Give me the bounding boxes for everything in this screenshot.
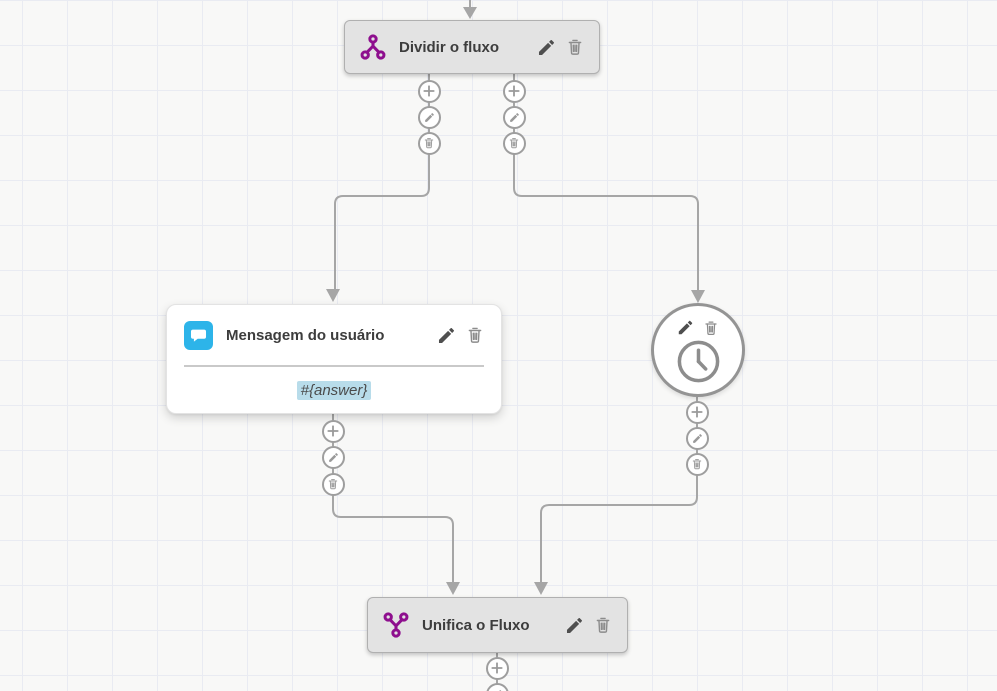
pencil-icon (424, 112, 435, 123)
arrowhead-into-user-message (326, 289, 340, 302)
edit-user-message-button[interactable] (437, 326, 456, 345)
split-flow-node[interactable]: Dividir o fluxo (344, 20, 600, 74)
card-divider (184, 365, 484, 367)
pencil-icon (328, 452, 339, 463)
delete-timer-node-button[interactable] (703, 320, 719, 336)
pencil-icon (692, 433, 703, 444)
split-output-1-add-button[interactable] (417, 79, 441, 103)
split-output-2-add-button[interactable] (502, 79, 526, 103)
split-output-2-edit-button[interactable] (502, 105, 526, 129)
delete-user-message-button[interactable] (466, 326, 484, 344)
user-message-header: Mensagem do usuário (167, 305, 501, 365)
merge-flow-icon (383, 612, 409, 638)
edit-merge-node-button[interactable] (565, 616, 584, 635)
timer-output-delete-button[interactable] (685, 452, 709, 476)
wire-split-to-timer (513, 74, 699, 290)
trash-icon (423, 137, 435, 149)
arrowhead-into-merge-left (446, 582, 460, 595)
answer-variable-chip: #{answer} (296, 380, 372, 400)
timer-node[interactable] (651, 303, 745, 397)
trash-icon (327, 478, 339, 490)
user-message-output-delete-button[interactable] (321, 472, 345, 496)
split-flow-icon (360, 34, 386, 60)
plus-icon (327, 425, 339, 437)
plus-icon (691, 406, 703, 418)
plus-icon (423, 85, 435, 97)
clock-icon (675, 338, 722, 385)
split-output-1-delete-button[interactable] (417, 131, 441, 155)
trash-icon (691, 458, 703, 470)
edit-timer-node-button[interactable] (677, 319, 694, 336)
user-message-output-edit-button[interactable] (321, 445, 345, 469)
plus-icon (508, 85, 520, 97)
merge-flow-node[interactable]: Unifica o Fluxo (367, 597, 628, 653)
trash-icon (508, 137, 520, 149)
split-node-label: Dividir o fluxo (399, 38, 500, 56)
pencil-icon (509, 112, 520, 123)
arrowhead-into-merge-right (534, 582, 548, 595)
arrowhead-into-timer (691, 290, 705, 303)
split-output-1-edit-button[interactable] (417, 105, 441, 129)
user-message-node[interactable]: Mensagem do usuário #{answer} (166, 304, 502, 414)
delete-merge-node-button[interactable] (594, 616, 612, 634)
edit-split-node-button[interactable] (537, 38, 556, 57)
user-message-output-add-button[interactable] (321, 419, 345, 443)
merge-output-add-button[interactable] (485, 656, 509, 680)
timer-output-add-button[interactable] (685, 400, 709, 424)
split-output-2-delete-button[interactable] (502, 131, 526, 155)
chat-bubble-icon (184, 320, 213, 350)
timer-output-edit-button[interactable] (685, 426, 709, 450)
delete-split-node-button[interactable] (566, 38, 584, 56)
arrowhead-into-split (463, 7, 477, 19)
user-message-body: #{answer} (167, 367, 501, 413)
wire-user-message-to-merge (332, 414, 454, 582)
user-message-title: Mensagem do usuário (226, 326, 385, 344)
wire-split-to-user-message (334, 74, 430, 289)
plus-icon (491, 662, 503, 674)
merge-node-label: Unifica o Fluxo (422, 616, 530, 634)
wire-timer-to-merge (540, 397, 698, 582)
